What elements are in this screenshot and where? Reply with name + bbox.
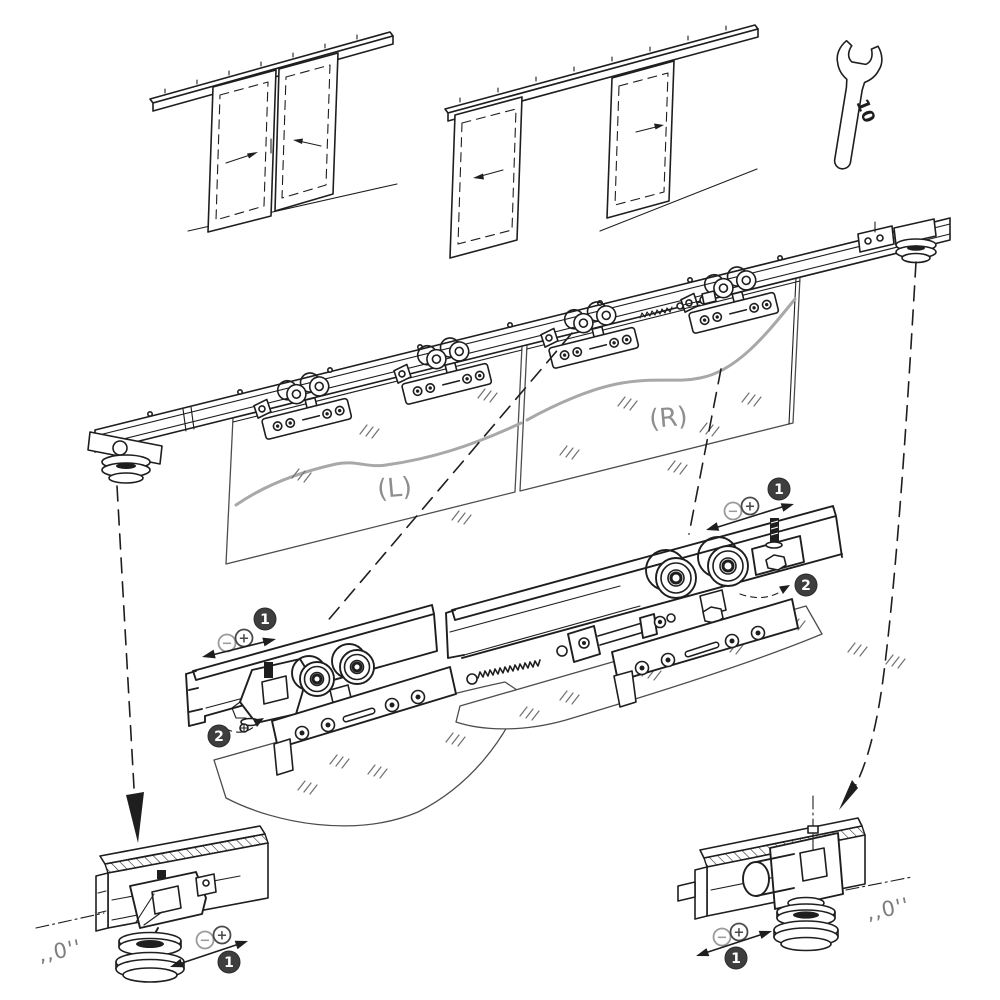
- rail-splice: [182, 406, 195, 432]
- callout-1-badge: 1: [253, 607, 277, 631]
- direction-double-arrow: [706, 503, 794, 531]
- roller-wheels: [291, 643, 375, 697]
- track-rail: [94, 217, 951, 453]
- door-handles: [270, 136, 278, 154]
- plus-icon: +: [745, 500, 756, 515]
- callout-2-badge: 2: [739, 573, 818, 599]
- zero-position-label: ,,0'': [36, 935, 83, 967]
- door-right: [606, 60, 675, 219]
- end-stop-left: [87, 431, 163, 484]
- minus-icon: −: [222, 637, 233, 652]
- adjust-minus-plus-icon: − +: [712, 922, 749, 947]
- schematic-doors-opening: [444, 24, 759, 259]
- main-assembly: (L) (R): [87, 217, 951, 843]
- leader-lines: [116, 261, 917, 843]
- hanger-bolt: [699, 589, 727, 635]
- leader-to-floor-left: [116, 485, 135, 789]
- callout-number: 1: [224, 955, 234, 971]
- panel-label-left: (L): [376, 472, 413, 505]
- floor-roller-wheel: [115, 931, 185, 983]
- minus-icon: −: [200, 934, 211, 949]
- door-right: [274, 52, 339, 212]
- minus-icon: −: [717, 931, 728, 946]
- detail-carriage-left: − + 1 2: [185, 604, 524, 827]
- schematic-doors-closing: [149, 31, 398, 233]
- callout-number: 2: [801, 578, 811, 594]
- detail-floor-stop-right: ,,0'' − + 1: [677, 795, 913, 970]
- adjust-minus-plus-icon: − +: [723, 496, 760, 521]
- adjust-minus-plus-icon: − +: [195, 925, 232, 950]
- arrow-down-icon: [126, 792, 144, 843]
- plus-icon: +: [734, 926, 745, 941]
- panel-label-right: (R): [648, 402, 689, 435]
- callout-2-badge: 2: [207, 718, 264, 748]
- zero-position-label: ,,0'': [864, 893, 911, 925]
- track-screws: [164, 34, 358, 94]
- soft-close-spring-assembly: [466, 613, 676, 685]
- arrow-down-icon: [839, 780, 858, 810]
- callout-number: 2: [214, 729, 224, 745]
- track-screws: [459, 25, 727, 103]
- roller-wheels: [645, 536, 749, 599]
- door-left: [207, 69, 277, 233]
- glass-clamp-plate: [611, 598, 799, 708]
- leader-to-right-detail: [688, 368, 722, 535]
- callout-number: 1: [731, 951, 741, 967]
- open-end-wrench-10mm-icon: 10: [833, 39, 883, 170]
- direction-double-arrow: [696, 930, 772, 957]
- detail-floor-stop-left: ,,0'' − + 1: [35, 825, 269, 983]
- direction-double-arrow: [202, 637, 276, 659]
- end-stop-right: [857, 218, 937, 264]
- baseline: [599, 168, 758, 232]
- slide-direction-arrow-icon: [473, 123, 664, 180]
- soft-close-spring: [639, 290, 717, 319]
- direction-double-arrow: [170, 940, 248, 968]
- leader-to-floor-right: [851, 261, 917, 793]
- callout-number: 1: [260, 612, 270, 628]
- callout-1-badge: 1: [217, 950, 241, 974]
- callout-1-badge: 1: [767, 477, 791, 501]
- callout-1-badge: 1: [724, 946, 748, 970]
- schematic-track: [444, 24, 759, 114]
- plus-icon: +: [239, 632, 250, 647]
- adjust-minus-plus-icon: − +: [217, 628, 254, 653]
- suspension-bolt-bracket: [751, 518, 805, 576]
- centerline: [845, 876, 913, 891]
- minus-icon: −: [728, 505, 739, 520]
- callout-number: 1: [774, 482, 784, 498]
- door-left: [449, 96, 523, 259]
- floor-stop-bracket: [742, 825, 844, 910]
- plus-icon: +: [217, 929, 228, 944]
- detail-carriage-right: − + 1 2: [445, 477, 906, 730]
- centerline: [35, 912, 105, 929]
- floor-stop-bracket: [129, 870, 217, 940]
- floor-roller-wheel: [773, 896, 839, 952]
- glass-panel-left: (L): [225, 345, 523, 565]
- leader-to-left-detail: [324, 332, 573, 625]
- slide-direction-arrow-icon: [225, 138, 322, 164]
- glass-clamp-plate: [271, 666, 457, 776]
